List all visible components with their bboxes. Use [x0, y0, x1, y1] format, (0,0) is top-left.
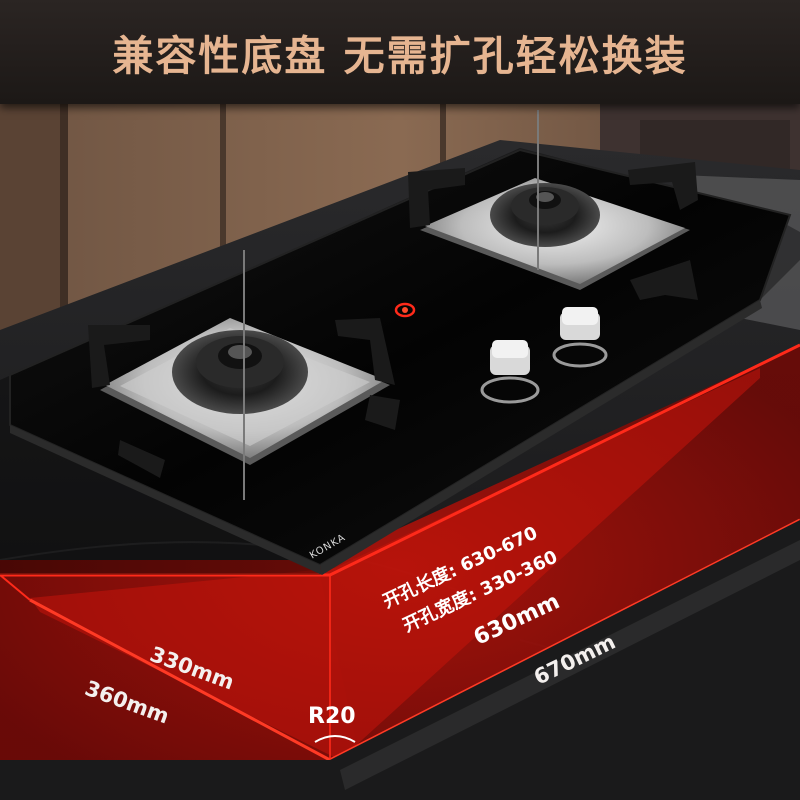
headline-title: 兼容性底盘 无需扩孔轻松换装: [112, 32, 688, 80]
headline-banner: 兼容性底盘 无需扩孔轻松换装: [0, 0, 800, 104]
corner-radius-label: R20: [308, 704, 356, 729]
